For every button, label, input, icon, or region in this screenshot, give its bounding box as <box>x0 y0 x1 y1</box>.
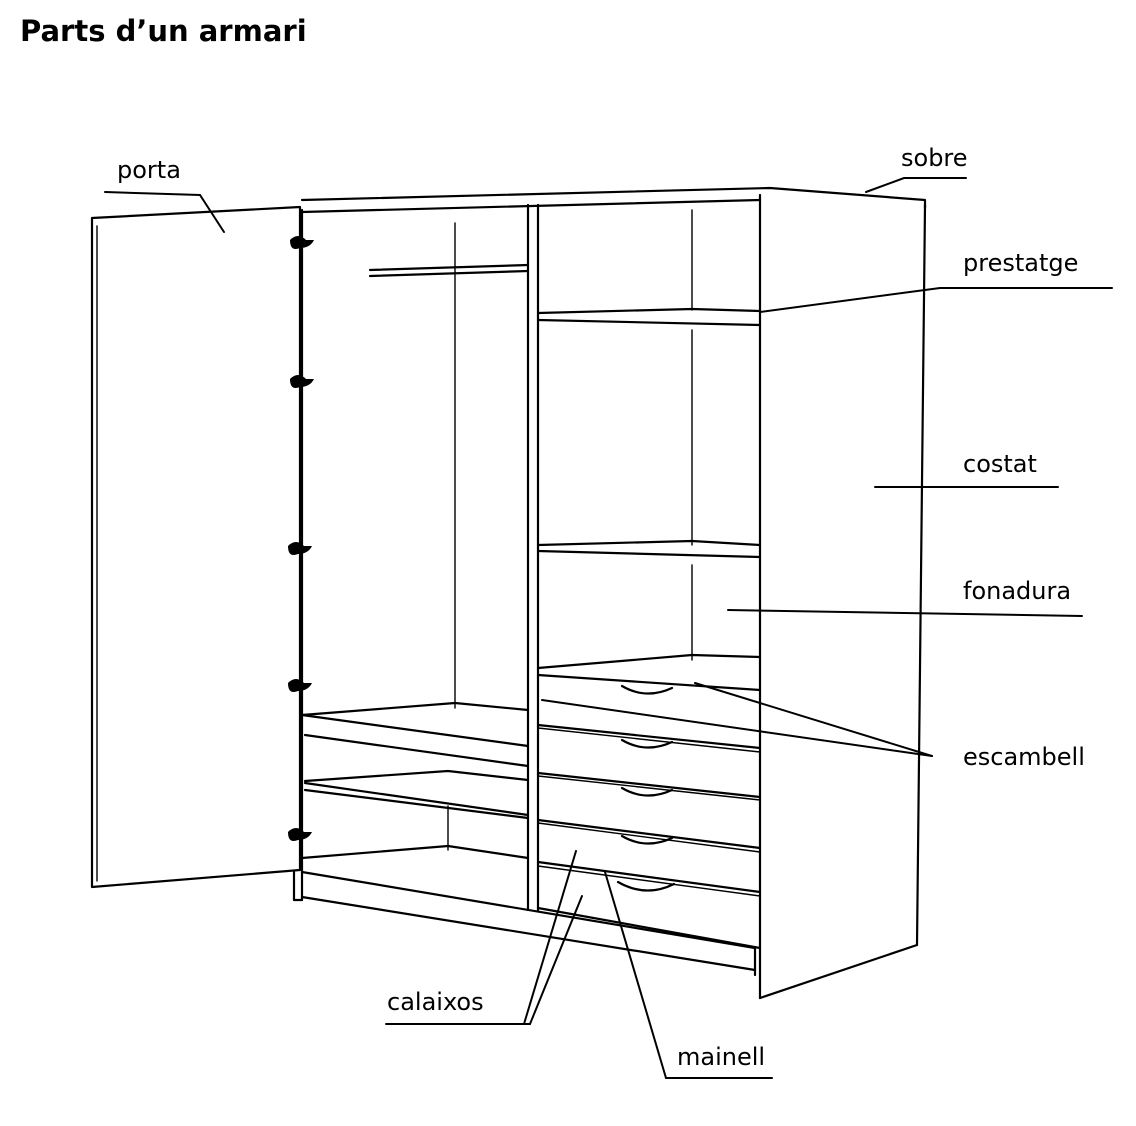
leader-lines <box>104 177 1113 1079</box>
label-costat: costat <box>963 450 1037 478</box>
leader-fonadura <box>727 609 1083 617</box>
label-fonadura: fonadura <box>963 577 1071 605</box>
label-prestatge: prestatge <box>963 249 1078 277</box>
page-title: Parts d’un armari <box>20 14 307 48</box>
leader-mainell <box>604 871 773 1079</box>
label-sobre: sobre <box>901 144 968 172</box>
wardrobe-body <box>292 186 927 1000</box>
wardrobe-door <box>90 205 302 889</box>
label-porta: porta <box>117 156 181 184</box>
leader-sobre <box>865 177 967 193</box>
leader-escambell-2 <box>541 699 933 757</box>
leader-calaixos-2 <box>529 895 583 1025</box>
leader-calaixos-1 <box>523 850 577 1025</box>
part-labels: porta sobre prestatge costat fonadura es… <box>117 144 1085 1071</box>
leader-escambell-1 <box>694 682 933 757</box>
label-calaixos: calaixos <box>387 988 484 1016</box>
leader-prestatge <box>759 287 1113 313</box>
label-mainell: mainell <box>677 1043 765 1071</box>
label-escambell: escambell <box>963 743 1085 771</box>
leader-porta <box>104 191 225 233</box>
